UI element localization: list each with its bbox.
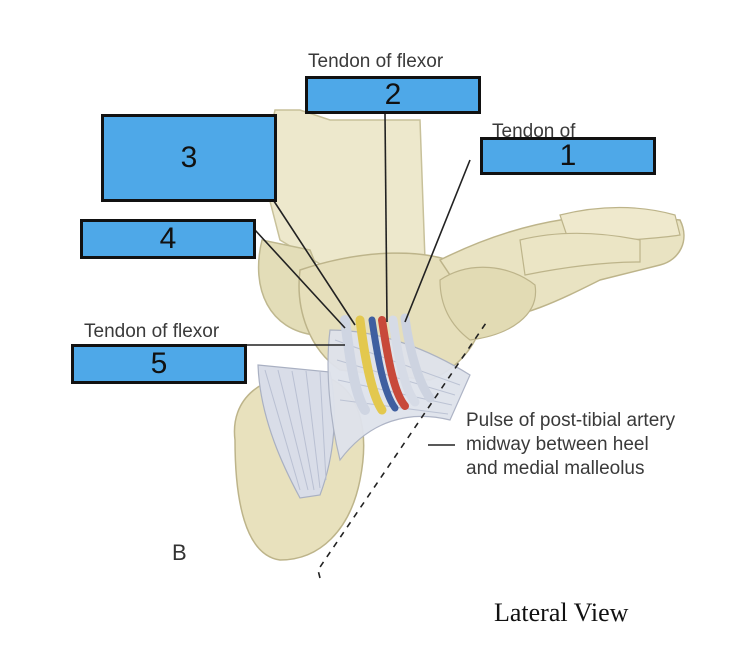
pulse-dashed-line [317,319,489,579]
midfoot-bones [439,266,537,341]
answer-box-4[interactable]: 4 [80,219,256,259]
tendon-flexor-digitorum [355,315,387,415]
answer-box-5[interactable]: 5 [71,344,247,384]
pulse-note-line-1: Pulse of post-tibial artery [466,410,676,431]
posterior-tibial-artery [378,316,409,410]
view-caption: Lateral View [494,598,629,627]
panel-letter: B [172,540,187,565]
label-tendon-of-partial: Tendon of [492,121,576,142]
tendon-tibialis-posterior [340,315,370,415]
answer-box-1[interactable]: 1 [480,137,656,175]
leader-lines [245,113,471,446]
answer-box-2[interactable]: 2 [305,76,481,114]
tibial-nerve [388,315,420,407]
tendon-flexor-hallucis [400,313,435,403]
label-tendon-flexor-left: Tendon of flexor [84,321,220,342]
label-tendon-flexor-top: Tendon of flexor [308,51,444,72]
pulse-note-line-3: and medial malleolus [466,458,645,479]
pulse-note-line-2: midway between heel [466,434,649,455]
achilles-fibers [264,369,327,491]
toe-row-2 [519,232,641,276]
answer-box-3[interactable]: 3 [101,114,277,202]
posterior-tibial-vein [368,316,399,412]
